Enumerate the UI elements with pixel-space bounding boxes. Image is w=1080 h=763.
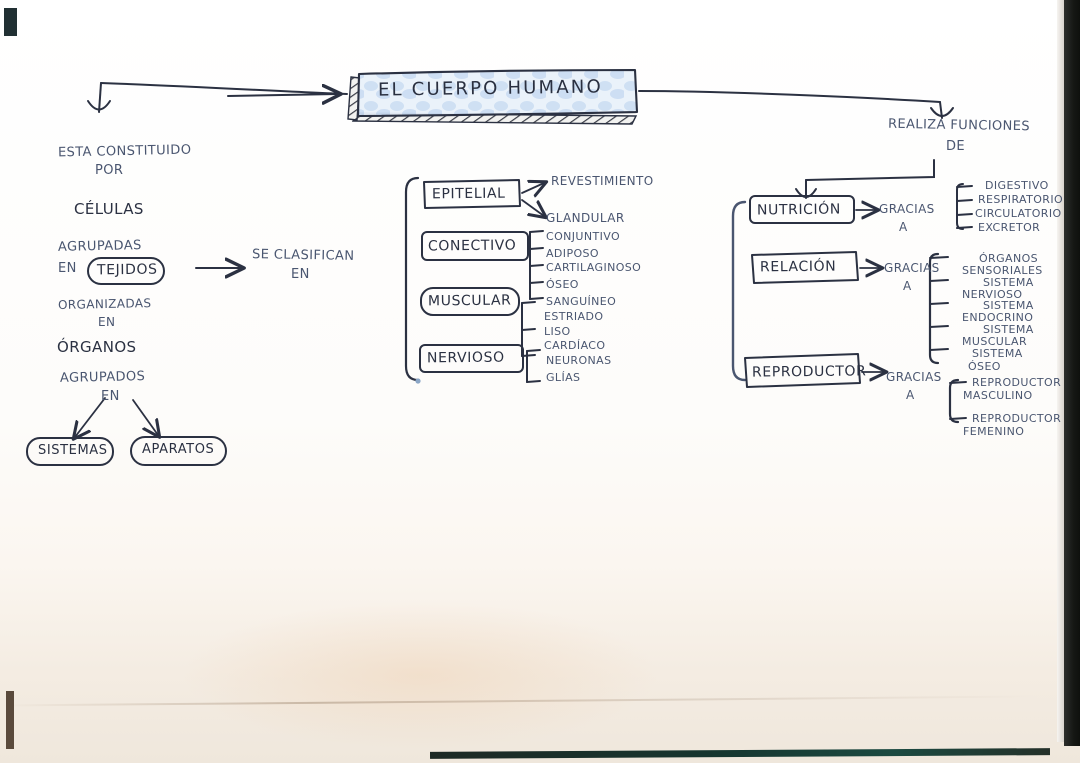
tissue-muscular-label: MUSCULAR [427,292,512,310]
system-femenino: FEMENINO [963,425,1025,438]
photo-corner-artifact [4,8,17,36]
connector-realiza-funciones-de: DE [946,139,966,154]
subtype-glias: GLÍAS [546,371,581,384]
photo-bottom-left-mark [6,691,14,749]
subtype-conjuntivo: CONJUNTIVO [546,230,621,243]
function-nutricion-label: NUTRICIÓN [756,201,842,219]
system-reproductor-femenino-l1: REPRODUCTOR [972,412,1062,425]
subtype-cardiaco: CARDÍACO [544,339,606,352]
system-endocrino: ENDOCRINO [962,311,1034,324]
link-reproductor-gracias-a: A [906,388,915,402]
paper-right-edge [1057,0,1064,742]
subtype-glandular: GLANDULAR [546,211,625,225]
node-tejidos: TEJIDOS [96,261,158,279]
system-respiratorio: RESPIRATORIO [978,193,1064,206]
system-sistema-oseo-l1: SISTEMA [972,347,1023,360]
system-sensoriales: SENSORIALES [962,264,1043,277]
system-sistema-endocrino-l1: SISTEMA [983,299,1034,312]
connector-agrupadas-en: EN [58,261,77,276]
central-node-label: EL CUERPO HUMANO [377,76,604,101]
system-organos: ÓRGANOS [979,252,1039,265]
node-aparatos: APARATOS [142,442,215,457]
function-reproductor-label: REPRODUCTOR [751,363,867,381]
tissue-nervioso-label: NERVIOSO [426,349,505,367]
tissue-epitelial-label: EPITELIAL [431,185,506,203]
subtype-liso: LISO [544,325,571,338]
connector-agrupados-en: EN [101,389,120,404]
tissue-conectivo-label: CONECTIVO [427,237,517,255]
link-nutricion-gracias: GRACIAS [879,202,935,216]
function-relacion-label: RELACIÓN [759,258,837,276]
connector-agrupados: AGRUPADOS [59,369,146,386]
system-excretor: EXCRETOR [978,221,1041,234]
link-nutricion-gracias-a: A [899,220,908,234]
system-circulatorio: CIRCULATORIO [975,207,1062,220]
connector-agrupadas: AGRUPADAS [57,238,142,255]
system-muscular: MUSCULAR [962,335,1028,348]
system-masculino: MASCULINO [963,389,1033,402]
paper-warm-glow [180,600,660,750]
connector-esta-constituido: ESTA CONSTITUIDO [57,142,192,161]
title-box-group [347,68,639,125]
connector-esta-constituido-por: POR [95,163,124,178]
node-sistemas: SISTEMAS [38,443,108,458]
subtype-adiposo: ADIPOSO [546,247,599,260]
connector-organizadas: ORGANIZADAS [57,296,152,312]
system-oseo: ÓSEO [968,360,1001,373]
subtype-oseo: ÓSEO [546,278,579,291]
system-nervioso: NERVIOSO [962,288,1023,301]
system-sistema-muscular-l1: SISTEMA [983,323,1034,336]
link-relacion-gracias: GRACIAS [884,261,940,275]
photo-right-dark-edge [1064,0,1080,746]
connector-realiza-funciones: REALIZA FUNCIONES [887,116,1031,135]
subtype-revestimiento: REVESTIMIENTO [551,174,654,188]
subtype-estriado: ESTRIADO [544,310,604,323]
node-celulas: CÉLULAS [74,200,144,218]
link-relacion-gracias-a: A [903,279,912,293]
subtype-neuronas: NEURONAS [546,354,612,367]
system-digestivo: DIGESTIVO [985,179,1049,192]
subtype-sanguineo: SANGUÍNEO [546,295,617,308]
link-reproductor-gracias: GRACIAS [886,370,942,384]
connector-se-clasifican-en: EN [291,267,310,282]
subtype-cartilaginoso: CARTILAGINOSO [546,261,642,274]
system-reproductor-masculino-l1: REPRODUCTOR [972,376,1062,389]
system-sistema-nervioso-l1: SISTEMA [983,276,1034,289]
connector-se-clasifican: SE CLASIFICAN [251,247,355,264]
connector-organizadas-en: EN [98,315,116,329]
node-organos: ÓRGANOS [57,338,137,356]
